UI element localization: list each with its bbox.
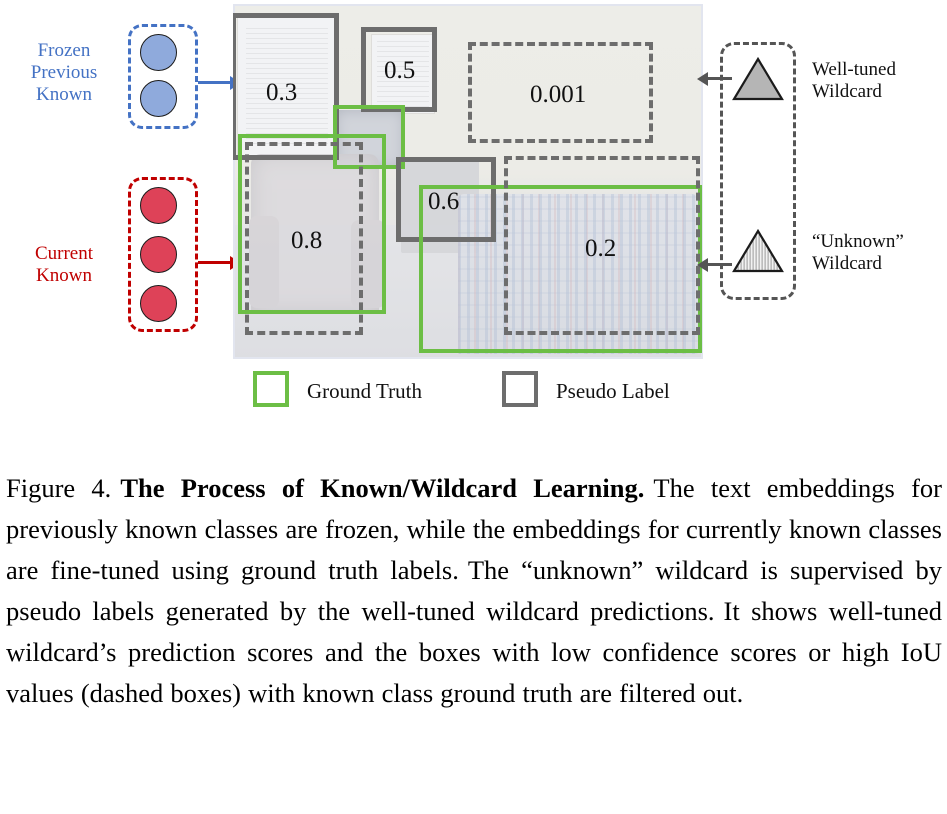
caption-body-1: The text embeddings for previously known…: [6, 473, 943, 585]
current-known-label: Current Known: [10, 243, 118, 287]
scene-armchair: [249, 154, 385, 314]
unknown-wildcard-triangle-icon: [732, 228, 784, 273]
legend-label-ground-truth: Ground Truth: [307, 379, 422, 403]
well-tuned-wildcard-label-line2: Wildcard: [812, 81, 882, 103]
well-tuned-wildcard-arrow-head: [697, 71, 708, 86]
unknown-wildcard-arrow-head: [697, 257, 708, 272]
current-embedding-dot-1: [140, 187, 177, 224]
filtered-box-armchair: [245, 142, 363, 335]
legend-label-pseudo-label: Pseudo Label: [556, 379, 670, 403]
legend-swatch-pseudo-label: [502, 371, 538, 407]
caption-body-2: The “unknown” wildcard is supervised by …: [6, 555, 942, 626]
legend-swatch-ground-truth: [253, 371, 289, 407]
current-known-arrow-line: [198, 261, 232, 264]
filtered-box-0p001: [468, 42, 653, 143]
pseudo-box-0p3: [233, 13, 339, 160]
score-label-0p8: 0.8: [291, 227, 323, 254]
unknown-wildcard-label: “Unknown” Wildcard: [812, 231, 947, 276]
unknown-wildcard-label-line1: “Unknown”: [812, 231, 904, 252]
frozen-previous-known-label-line3: Known: [36, 84, 92, 106]
figure-panel: Frozen Previous Known Current Known: [10, 4, 947, 407]
scene-poster-small: [371, 34, 435, 114]
gt-box-0p8: [238, 134, 386, 314]
frozen-previous-known-label: Frozen Previous Known: [10, 40, 118, 106]
filtered-box-0p2: [504, 156, 700, 335]
frozen-embedding-dot-2: [140, 80, 177, 117]
score-label-0p2: 0.2: [585, 235, 617, 262]
score-label-0p6: 0.6: [428, 188, 460, 215]
well-tuned-wildcard-label-line1: Well-tuned: [812, 59, 896, 80]
caption-title: The Process of Known/Wildcard Learning.: [120, 473, 645, 503]
caption-figure-number: Figure 4.: [6, 473, 112, 503]
score-label-0p5: 0.5: [384, 57, 416, 84]
frozen-previous-known-label-line1: Frozen: [37, 40, 91, 61]
wildcard-group-box: [720, 42, 796, 300]
current-known-group-box: [128, 177, 198, 332]
unknown-wildcard-label-line2: Wildcard: [812, 253, 882, 275]
current-known-label-line2: Known: [36, 265, 92, 287]
well-tuned-wildcard-arrow-line: [706, 77, 732, 80]
score-label-0p3: 0.3: [266, 79, 298, 106]
figure-caption: Figure 4. The Process of Known/Wildcard L…: [6, 468, 942, 714]
score-label-0p001: 0.001: [530, 81, 587, 108]
unknown-wildcard-arrow-line: [706, 263, 732, 266]
current-embedding-dot-3: [140, 285, 177, 322]
pseudo-box-0p5: [361, 27, 437, 112]
well-tuned-wildcard-triangle-icon: [732, 56, 784, 101]
pseudo-box-0p6: [396, 157, 496, 242]
scene-armchair-arm-right: [351, 220, 385, 308]
scene-sofa: [458, 194, 698, 354]
frozen-previous-known-group-box: [128, 24, 198, 129]
scene-image: 0.3 0.5 0.001 0.8 0.6 0.2: [233, 4, 703, 359]
frozen-previous-known-label-line2: Previous: [30, 62, 98, 84]
current-embedding-dot-2: [140, 236, 177, 273]
frozen-arrow-line: [198, 81, 232, 84]
frozen-embedding-dot-1: [140, 34, 177, 71]
current-known-label-line1: Current: [34, 243, 94, 264]
caption-body-3: It shows well-tuned wildcard’s predictio…: [6, 596, 943, 708]
scene-armchair-arm-left: [249, 216, 279, 308]
well-tuned-wildcard-label: Well-tuned Wildcard: [812, 59, 942, 104]
